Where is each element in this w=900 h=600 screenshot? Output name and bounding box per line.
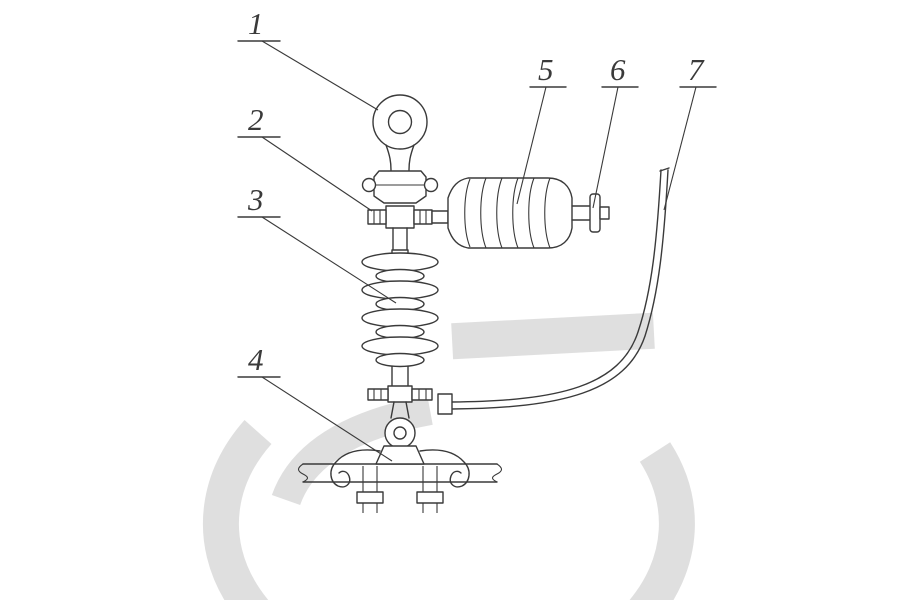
arrester-body [447,177,573,249]
callout-group-4: 4 [237,342,393,462]
surge-arrester [447,177,610,249]
cross-arm-beam [297,463,503,483]
insulator-shed-large-4 [361,336,439,356]
watermark-ring [202,420,695,600]
clevis-bracket [361,170,439,204]
callout-3-leader [261,216,397,304]
watermark-tail [271,395,433,506]
callout-group-5: 5 [516,52,567,205]
polymer-insulator [361,249,439,391]
arrester-rib-5 [528,177,535,249]
cable-inner-line [451,169,669,410]
insulator-arrester-assembly [297,94,670,513]
eye-hole [387,109,413,135]
terminal-nut-right [411,388,433,401]
callout-7: 7 [688,52,705,87]
callout-group-1: 1 [237,6,379,111]
callout-group-3: 3 [237,182,397,304]
beam-break-left [297,463,309,483]
arrester-rib-2 [480,177,487,249]
callout-5: 5 [538,52,554,87]
callout-4-leader [261,376,393,462]
terminal-body [387,385,413,403]
clevis-body [373,170,427,204]
terminal-nut-left-facets [373,389,382,400]
callout-2-leader [261,136,373,212]
callout-1-leader [261,40,379,111]
arrester-rib-3 [496,177,503,249]
callout-1: 1 [248,6,264,41]
eye-neck-left [385,144,392,173]
coupling-nut-right-facets [419,210,427,224]
callout-7-leader [663,86,697,211]
coupling-lower-stem [392,227,408,253]
insulator-shed-small-4 [375,352,425,368]
callout-group-6: 6 [592,52,639,209]
arrester-shaft [571,205,591,221]
coupling-clamp [367,205,449,253]
u-bolt-nut-right [416,491,444,504]
callouts: 1 2 3 4 5 6 7 [237,6,717,462]
cable-end-clamp [437,393,453,415]
lower-terminal-fitting [367,385,433,449]
cable-outer-line [451,169,662,403]
u-bolt-tips [362,503,438,513]
cable-top-cap [659,167,670,172]
callout-3: 3 [247,182,264,217]
clamp-hook-right [419,449,470,488]
suspension-clamp [330,445,470,513]
insulator-shed-large-1 [361,252,439,272]
coupling-nut-left [367,209,387,225]
callout-6-leader [592,86,619,209]
arrester-rib-1 [464,178,471,248]
clevis-pin-head-right [423,177,439,193]
coupling-nut-right [413,209,433,225]
terminal-nut-left [367,388,389,401]
coupling-arrester-stub [431,210,449,224]
terminal-link-eye-hole [393,426,407,440]
callout-4: 4 [248,342,264,377]
insulator-shed-large-3 [361,308,439,328]
clevis-pin-head-left [361,177,377,193]
watermark-logo [202,312,695,600]
callout-group-7: 7 [663,52,717,211]
callout-2: 2 [248,102,264,137]
arrester-end-stub [599,206,610,220]
watermark-bar [451,312,655,360]
coupling-body [385,205,415,229]
lead-cable [437,167,670,415]
callout-5-leader [516,86,547,205]
insulator-shed-large-2 [361,280,439,300]
coupling-nut-left-facets [373,210,381,224]
clamp-saddle [375,445,425,465]
arrester-rib-4 [512,177,519,249]
u-bolt-nut-left [356,491,384,504]
eye-fitting [372,94,428,173]
terminal-nut-right-facets [418,389,427,400]
clamp-hook-left [330,449,381,488]
terminal-link-neck [390,401,410,419]
callout-6: 6 [610,52,626,87]
eye-neck-right [408,144,415,173]
arrester-rib-6 [544,177,551,249]
beam-break-right [491,463,503,483]
callout-group-2: 2 [237,102,373,212]
